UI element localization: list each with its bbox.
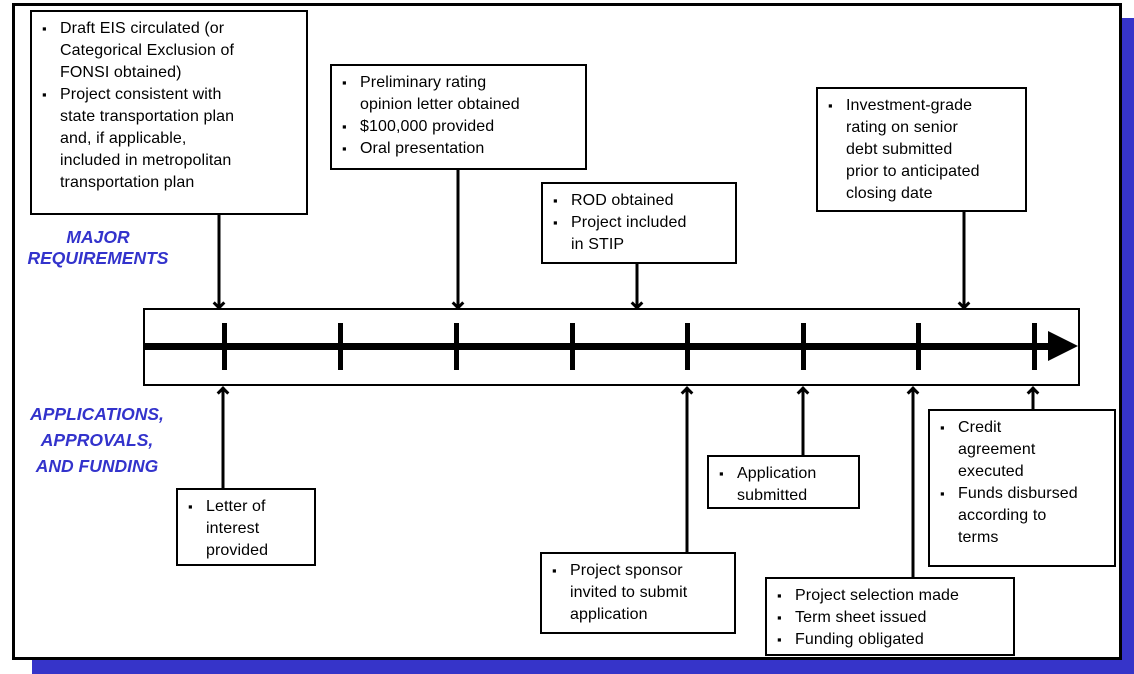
list-item: $100,000 provided [342,116,581,138]
timeline-tick [1032,323,1037,370]
timeline-tick [916,323,921,370]
list-item: Investment-grade rating on senior debt s… [828,95,1021,205]
box-item-text: $100,000 provided [360,118,495,135]
bullet-icon [342,72,360,94]
box-rod-stip: ROD obtained Project included in STIP [541,182,737,264]
box-letter-of-interest: Letter of interest provided [176,488,316,566]
box-item-text: Term sheet issued [795,609,927,626]
box-item-text: Investment-grade rating on senior debt s… [846,97,980,202]
list-item: Funding obligated [777,629,1009,651]
bullet-icon [342,116,360,138]
label-major-requirements: MAJOR REQUIREMENTS [27,227,169,268]
timeline-tick [685,323,690,370]
bullet-icon [188,496,206,518]
timeline-axis [145,343,1050,350]
box-project-selection: Project selection made Term sheet issued… [765,577,1015,656]
timeline-tick [801,323,806,370]
bullet-icon [553,212,571,234]
timeline-tick [338,323,343,370]
box-draft-eis: Draft EIS circulated (or Categorical Exc… [30,10,308,215]
list-item: Credit agreement executed [940,417,1110,483]
list-item: Preliminary rating opinion letter obtain… [342,72,581,116]
list-item: Project sponsor invited to submit applic… [552,560,730,626]
bullet-icon [42,18,60,40]
bullet-icon [777,607,795,629]
list-item: Project included in STIP [553,212,731,256]
list-item: Project consistent with state transporta… [42,84,302,194]
box-credit-agreement: Credit agreement executed Funds disburse… [928,409,1116,567]
box-item-text: Oral presentation [360,140,485,157]
box-item-text: Draft EIS circulated (or Categorical Exc… [60,20,235,81]
label-applications-approvals-funding: APPLICATIONS, APPROVALS, AND FUNDING [30,404,164,476]
bullet-icon [719,463,737,485]
box-item-text: Application submitted [737,465,817,504]
connector-arrow-up-icon [796,386,810,455]
box-item-text: Project selection made [795,587,960,604]
box-item-text: Project sponsor invited to submit applic… [570,562,688,623]
list-item: Term sheet issued [777,607,1009,629]
connector-arrow-up-icon [1026,386,1040,409]
bullet-icon [342,138,360,160]
connector-arrow-down-icon [451,170,465,310]
bullet-icon [42,84,60,106]
box-application-submitted: Application submitted [707,455,860,509]
timeline-tick [222,323,227,370]
bullet-icon [828,95,846,117]
box-item-text: Letter of interest provided [206,498,269,559]
timeline-tick [570,323,575,370]
box-item-text: ROD obtained [571,192,674,209]
bullet-icon [940,417,958,439]
box-preliminary-rating: Preliminary rating opinion letter obtain… [330,64,587,170]
box-investment-grade: Investment-grade rating on senior debt s… [816,87,1027,212]
connector-arrow-up-icon [216,386,230,488]
list-item: Letter of interest provided [188,496,310,562]
box-item-text: Funds disbursed according to terms [958,485,1078,546]
list-item: Funds disbursed according to terms [940,483,1110,549]
list-item: Draft EIS circulated (or Categorical Exc… [42,18,302,84]
bullet-icon [940,483,958,505]
list-item: ROD obtained [553,190,731,212]
box-item-text: Preliminary rating opinion letter obtain… [360,74,520,113]
connector-arrow-up-icon [906,386,920,577]
list-item: Oral presentation [342,138,581,160]
bullet-icon [553,190,571,212]
box-item-text: Project included in STIP [571,214,687,253]
connector-arrow-up-icon [680,386,694,552]
box-item-text: Funding obligated [795,631,924,648]
connector-arrow-down-icon [212,215,226,310]
box-item-text: Credit agreement executed [958,419,1036,480]
list-item: Application submitted [719,463,854,507]
bullet-icon [777,629,795,651]
timeline-tick [454,323,459,370]
box-item-text: Project consistent with state transporta… [60,86,235,191]
bullet-icon [777,585,795,607]
list-item: Project selection made [777,585,1009,607]
connector-arrow-down-icon [957,212,971,310]
timeline-arrowhead-icon [1048,331,1078,361]
connector-arrow-down-icon [630,264,644,310]
box-project-sponsor: Project sponsor invited to submit applic… [540,552,736,634]
bullet-icon [552,560,570,582]
